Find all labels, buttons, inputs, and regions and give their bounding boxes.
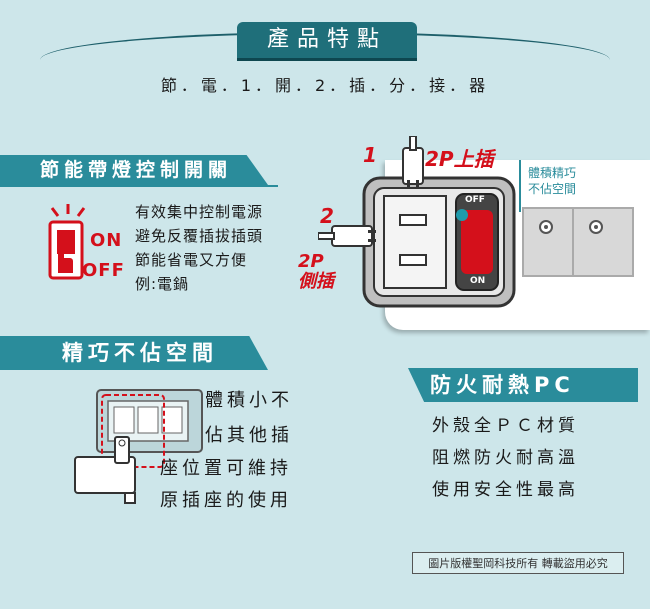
callout-line bbox=[519, 160, 521, 212]
label-2-number: 2 bbox=[320, 204, 334, 228]
section3-line-2: 阻燃防火耐高溫 bbox=[432, 448, 579, 468]
switch-off-text: OFF bbox=[465, 195, 485, 205]
switch-adapter-illustration bbox=[360, 170, 520, 310]
compact-socket-illustration bbox=[70, 385, 205, 515]
section-compact-title: 精巧不佔空間 bbox=[0, 336, 268, 370]
section1-line-1: 有效集中控制電源 bbox=[135, 203, 264, 221]
section-divider bbox=[0, 185, 278, 187]
callout-line-2: 不佔空間 bbox=[528, 182, 577, 196]
section-fireproof-title: 防火耐熱PC bbox=[408, 368, 638, 402]
switch-on-text: ON bbox=[470, 276, 486, 286]
section1-line-2: 避免反覆插拔插頭 bbox=[135, 227, 264, 245]
copyright-notice: 圖片版權聖岡科技所有 轉載盜用必究 bbox=[412, 552, 624, 574]
page-subtitle: 節．電．1．開．2．插．分．接．器 bbox=[160, 76, 490, 95]
section2-line-4: 原插座的使用 bbox=[160, 490, 292, 511]
side-plug-icon bbox=[317, 222, 378, 250]
socket-2 bbox=[572, 207, 634, 277]
switch-on-off-icon bbox=[40, 204, 130, 284]
section1-line-4: 例:電鍋 bbox=[135, 275, 190, 293]
section2-line-1: 體積小不 bbox=[205, 390, 293, 411]
label-2-text-b: 側插 bbox=[298, 271, 334, 292]
section3-line-1: 外殼全ＰＣ材質 bbox=[432, 416, 579, 436]
section1-text: 有效集中控制電源 避免反覆插拔插頭 節能省電又方便 例:電鍋 bbox=[135, 200, 263, 296]
section2-line-2: 佔其他插 bbox=[205, 425, 293, 446]
page-title: 產品特點 bbox=[237, 22, 417, 58]
section3-line-3: 使用安全性最高 bbox=[432, 480, 579, 500]
section-energy-switch-title: 節能帶燈控制開關 bbox=[0, 155, 268, 185]
switch-off-label: OFF bbox=[82, 260, 125, 281]
label-1-text: 2P上插 bbox=[425, 147, 494, 171]
label-2-text-a: 2P bbox=[298, 251, 324, 272]
callout-text: 體積精巧 不佔空間 bbox=[528, 165, 576, 197]
switch-on-label: ON bbox=[90, 230, 123, 251]
label-2-text: 2P 側插 bbox=[298, 252, 334, 292]
top-plug-icon bbox=[398, 135, 428, 188]
callout-line-1: 體積精巧 bbox=[528, 166, 577, 180]
section1-line-3: 節能省電又方便 bbox=[135, 251, 248, 269]
label-1-number: 1 bbox=[363, 143, 377, 167]
section2-line-3: 座位置可維持 bbox=[160, 458, 292, 479]
